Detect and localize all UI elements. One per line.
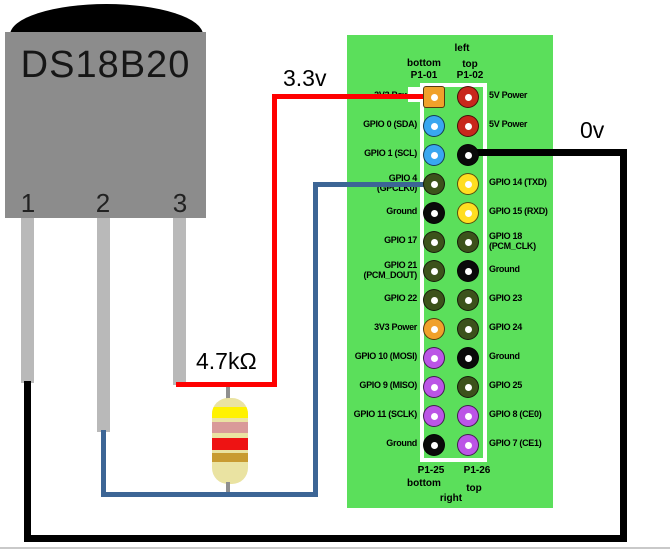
- pin-label: GPIO 10 (MOSI): [354, 351, 418, 361]
- pin-label: GPIO 4(GPCLK0): [376, 173, 417, 193]
- gpio-pin: [423, 86, 445, 108]
- pin-label: GPIO 21(PCM_DOUT): [363, 260, 418, 280]
- board-header-side: left: [454, 43, 470, 54]
- sensor-leg-3: [173, 218, 186, 385]
- gpio-pin: [423, 289, 445, 311]
- pin-label: GPIO 1 (SCL): [364, 148, 417, 158]
- board-header-col-bottom: bottom: [407, 58, 441, 69]
- wire-red-segment: [176, 382, 277, 387]
- gpio-pin: [423, 318, 445, 340]
- pin-label: GPIO 18(PCM_CLK): [489, 231, 536, 251]
- sensor-body: [5, 32, 206, 218]
- pin-label: Ground: [489, 264, 520, 274]
- gpio-pin: [457, 115, 479, 137]
- board-header-pin-top: P1-02: [456, 70, 484, 81]
- gpio-pin: [423, 144, 445, 166]
- wire-black-segment: [24, 535, 627, 542]
- pin-label: GPIO 15 (RXD): [489, 206, 548, 216]
- pin-label: GPIO 25: [489, 380, 522, 390]
- sensor-pin-number-2: 2: [95, 188, 111, 218]
- resistor-body: [212, 398, 248, 484]
- gpio-board: left bottom top P1-01 P1-02 3V3 Power 5V …: [347, 35, 553, 508]
- resistor-lead-top: [226, 386, 230, 400]
- gpio-pin: [423, 376, 445, 398]
- board-header-col-top: top: [462, 59, 478, 70]
- wire-blue-segment: [313, 182, 318, 497]
- pin-label: GPIO 23: [489, 293, 522, 303]
- board-footer-pin-bottom: P1-25: [417, 465, 445, 476]
- gpio-pin: [457, 260, 479, 282]
- resistor-band-yellow: [212, 407, 248, 418]
- gpio-pin: [423, 434, 445, 456]
- resistor-band-gold: [212, 453, 248, 462]
- bottom-edge: [0, 547, 670, 549]
- sensor-title: DS18B20: [20, 44, 191, 86]
- pin-label: Ground: [386, 438, 417, 448]
- gpio-pin: [457, 202, 479, 224]
- sensor-dome: [10, 4, 203, 35]
- pin-label: GPIO 24: [489, 322, 522, 332]
- wire-black-segment: [468, 149, 627, 156]
- gpio-pin: [457, 173, 479, 195]
- gpio-pin: [423, 202, 445, 224]
- wire-black-segment: [24, 381, 31, 542]
- gpio-pin: [457, 376, 479, 398]
- gpio-pin: [457, 231, 479, 253]
- sensor-pin-number-3: 3: [172, 188, 188, 218]
- pin-label: GPIO 9 (MISO): [359, 380, 417, 390]
- board-footer-col-bottom: bottom: [407, 478, 441, 489]
- wire-black-segment: [620, 149, 627, 542]
- wire-red-segment: [272, 94, 277, 387]
- gpio-pin: [457, 144, 479, 166]
- gpio-pin: [457, 86, 479, 108]
- gpio-pin: [457, 347, 479, 369]
- wire-red-segment: [272, 94, 436, 99]
- pin-label: Ground: [386, 206, 417, 216]
- pin-label: GPIO 7 (CE1): [489, 438, 542, 448]
- board-footer-col-top: top: [466, 483, 482, 494]
- gpio-pin: [423, 231, 445, 253]
- pin-label: 5V Power: [489, 119, 528, 129]
- pin-label: Ground: [489, 351, 520, 361]
- sensor-pin-number-1: 1: [20, 188, 36, 218]
- label-0v: 0v: [580, 117, 605, 143]
- gpio-pin: [457, 434, 479, 456]
- pin-label: GPIO 14 (TXD): [489, 177, 547, 187]
- board-header-pin-bottom: P1-01: [410, 70, 438, 81]
- pin-label: 5V Power: [489, 90, 528, 100]
- pin-label: GPIO 22: [384, 293, 417, 303]
- gpio-pin: [423, 260, 445, 282]
- wire-blue-segment: [101, 430, 106, 497]
- pin-label: GPIO 17: [384, 235, 417, 245]
- gpio-pin: [423, 405, 445, 427]
- wire-blue-segment: [313, 182, 436, 187]
- pin-label: GPIO 0 (SDA): [363, 119, 417, 129]
- label-resistor-value: 4.7kΩ: [196, 348, 257, 374]
- pin-label: GPIO 8 (CE0): [489, 409, 542, 419]
- gpio-pin: [423, 173, 445, 195]
- pin-column-frame: [420, 83, 487, 462]
- gpio-pin: [457, 405, 479, 427]
- sensor-leg-2: [97, 218, 110, 432]
- gpio-pin: [423, 347, 445, 369]
- pin-label: GPIO 11 (SCLK): [353, 409, 418, 419]
- sensor-leg-1: [21, 218, 34, 383]
- gpio-pin: [457, 289, 479, 311]
- board-footer-pin-top: P1-26: [463, 465, 491, 476]
- resistor-band-red: [212, 438, 248, 450]
- wire-blue-segment: [101, 492, 318, 497]
- gpio-pin: [457, 318, 479, 340]
- gpio-pin: [423, 115, 445, 137]
- pin-label: 3V3 Power: [374, 322, 417, 332]
- resistor-lead-bottom: [226, 482, 230, 496]
- resistor-band-pink: [212, 422, 248, 433]
- label-3v3: 3.3v: [283, 65, 327, 91]
- board-footer-side: right: [439, 493, 463, 504]
